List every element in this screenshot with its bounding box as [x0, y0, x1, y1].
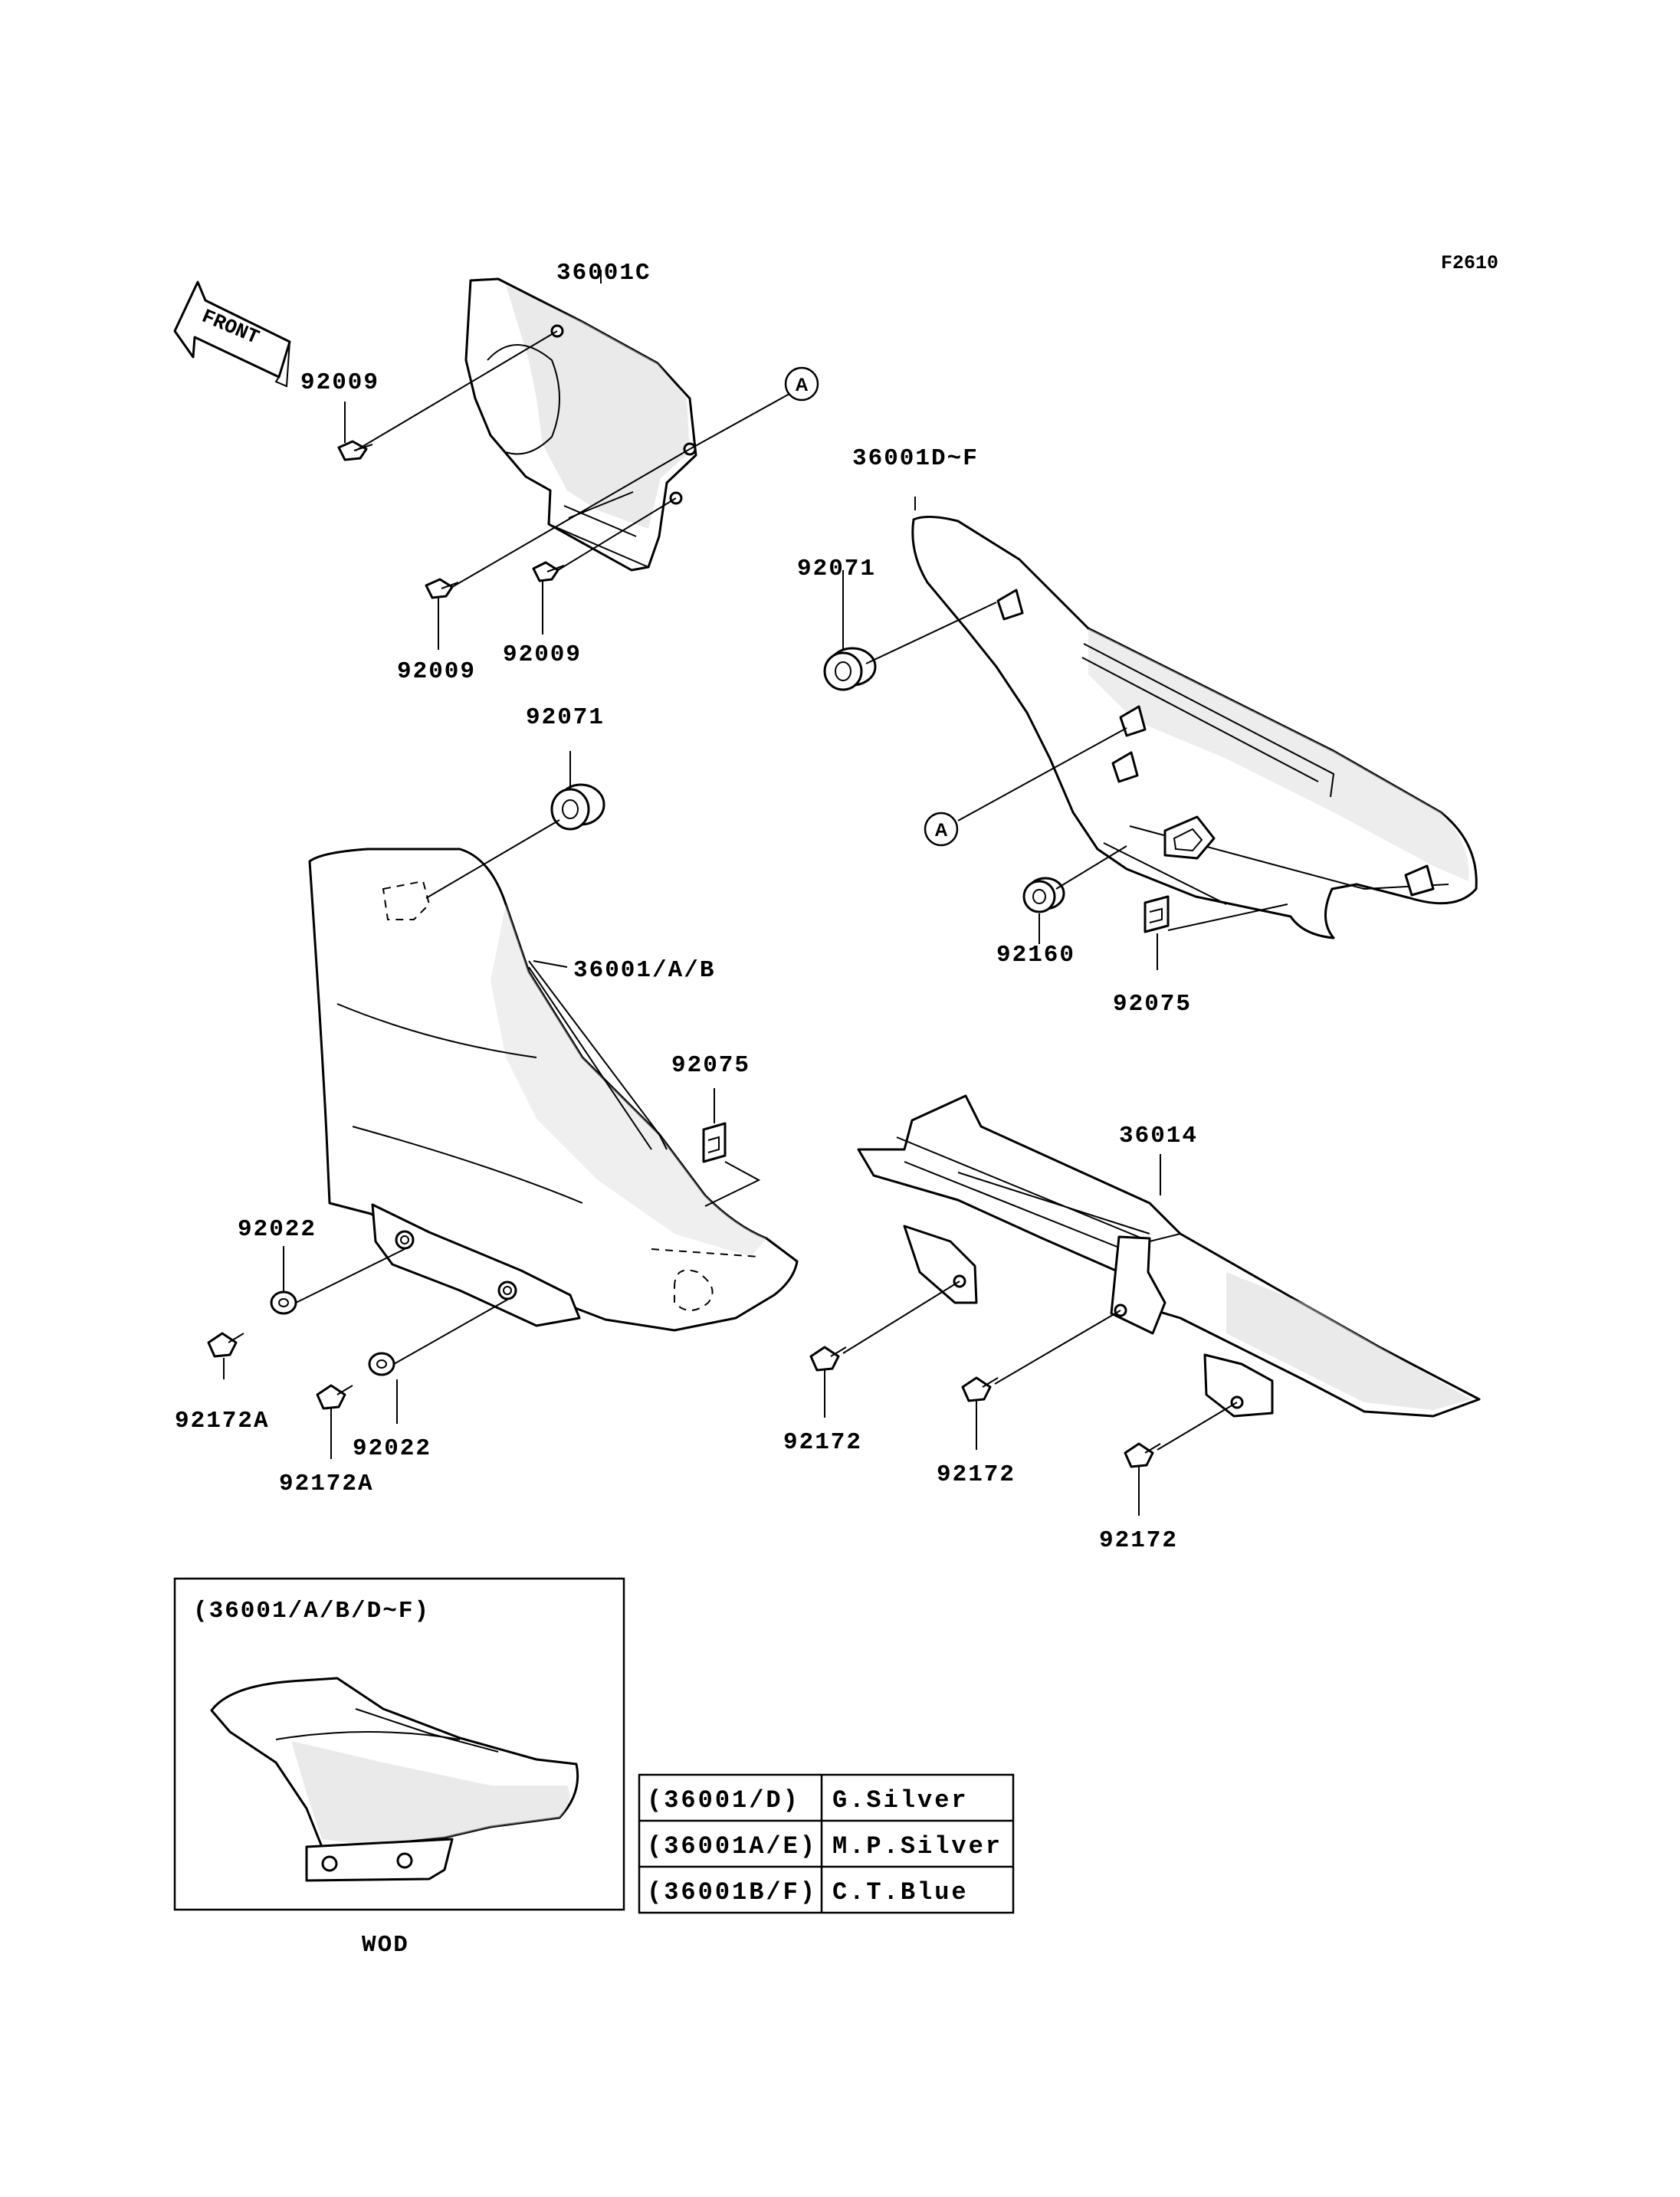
table-row-2-color: M.P.Silver	[832, 1832, 1002, 1861]
table-row-3-part: (36001B/F)	[647, 1878, 817, 1907]
grommet-92160	[1022, 877, 1065, 913]
bolt-92172-left	[809, 1346, 847, 1372]
label-92075-right: 92075	[1113, 991, 1192, 1018]
svg-text:A: A	[934, 820, 947, 841]
ref-marker-a-lower: A	[924, 812, 959, 847]
label-92172a-left: 92172A	[175, 1408, 270, 1435]
label-92022-lower: 92022	[353, 1435, 431, 1462]
label-36001d-f: 36001D~F	[852, 445, 979, 472]
label-92009-top: 92009	[300, 369, 379, 396]
table-row-1-color: G.Silver	[832, 1786, 969, 1815]
grommet-92071-left	[550, 783, 605, 831]
bolt-92172-right	[1124, 1442, 1161, 1468]
label-92160: 92160	[996, 942, 1075, 969]
sprocket-cover-36001c	[464, 277, 697, 572]
bolt-92172a-left	[207, 1332, 244, 1358]
bolt-92172-mid	[961, 1376, 999, 1402]
label-92172-mid: 92172	[937, 1461, 1016, 1488]
label-92009-left: 92009	[397, 658, 476, 685]
bolt-92172a-mid	[316, 1384, 353, 1410]
front-arrow-icon: FRONT	[173, 280, 291, 388]
svg-text:A: A	[795, 375, 808, 395]
label-92075-left: 92075	[671, 1052, 750, 1079]
chain-cover-36014	[857, 1094, 1481, 1418]
label-92009-right: 92009	[503, 641, 582, 668]
label-36001c: 36001C	[556, 260, 651, 287]
ref-marker-a-top: A	[784, 366, 819, 402]
table-row-1-part: (36001/D)	[647, 1786, 800, 1815]
washer-92022-lower	[368, 1352, 395, 1376]
label-92022-upper: 92022	[238, 1216, 317, 1243]
clip-92075-left	[702, 1122, 727, 1163]
screw-92009-right	[532, 561, 565, 582]
inset-box: (36001/A/B/D~F) WOD	[173, 1577, 625, 1959]
label-36001-a-b: 36001/A/B	[573, 957, 715, 984]
grommet-92071-right	[823, 647, 877, 691]
clip-92075-right	[1144, 895, 1170, 933]
label-36014: 36014	[1119, 1123, 1198, 1149]
table-row-2-part: (36001A/E)	[647, 1832, 817, 1861]
screw-92009-left	[425, 578, 459, 599]
label-92071-right: 92071	[797, 556, 876, 582]
table-row-3-color: C.T.Blue	[832, 1878, 969, 1907]
label-92172-right: 92172	[1099, 1527, 1178, 1554]
color-table: (36001/D) G.Silver (36001A/E) M.P.Silver…	[638, 1773, 1015, 1914]
inset-cover-illustration	[210, 1677, 579, 1882]
label-92071-left: 92071	[526, 704, 605, 731]
side-cover-36001-a-b	[308, 848, 799, 1332]
washer-92022-upper	[270, 1290, 297, 1315]
inset-title: (36001/A/B/D~F)	[193, 1598, 430, 1625]
figure-code: F2610	[1441, 252, 1498, 274]
side-cover-36001d-f	[911, 516, 1478, 939]
inset-caption: WOD	[362, 1932, 409, 1959]
label-92172-left: 92172	[783, 1429, 862, 1456]
label-92172a-mid: 92172A	[279, 1471, 374, 1497]
